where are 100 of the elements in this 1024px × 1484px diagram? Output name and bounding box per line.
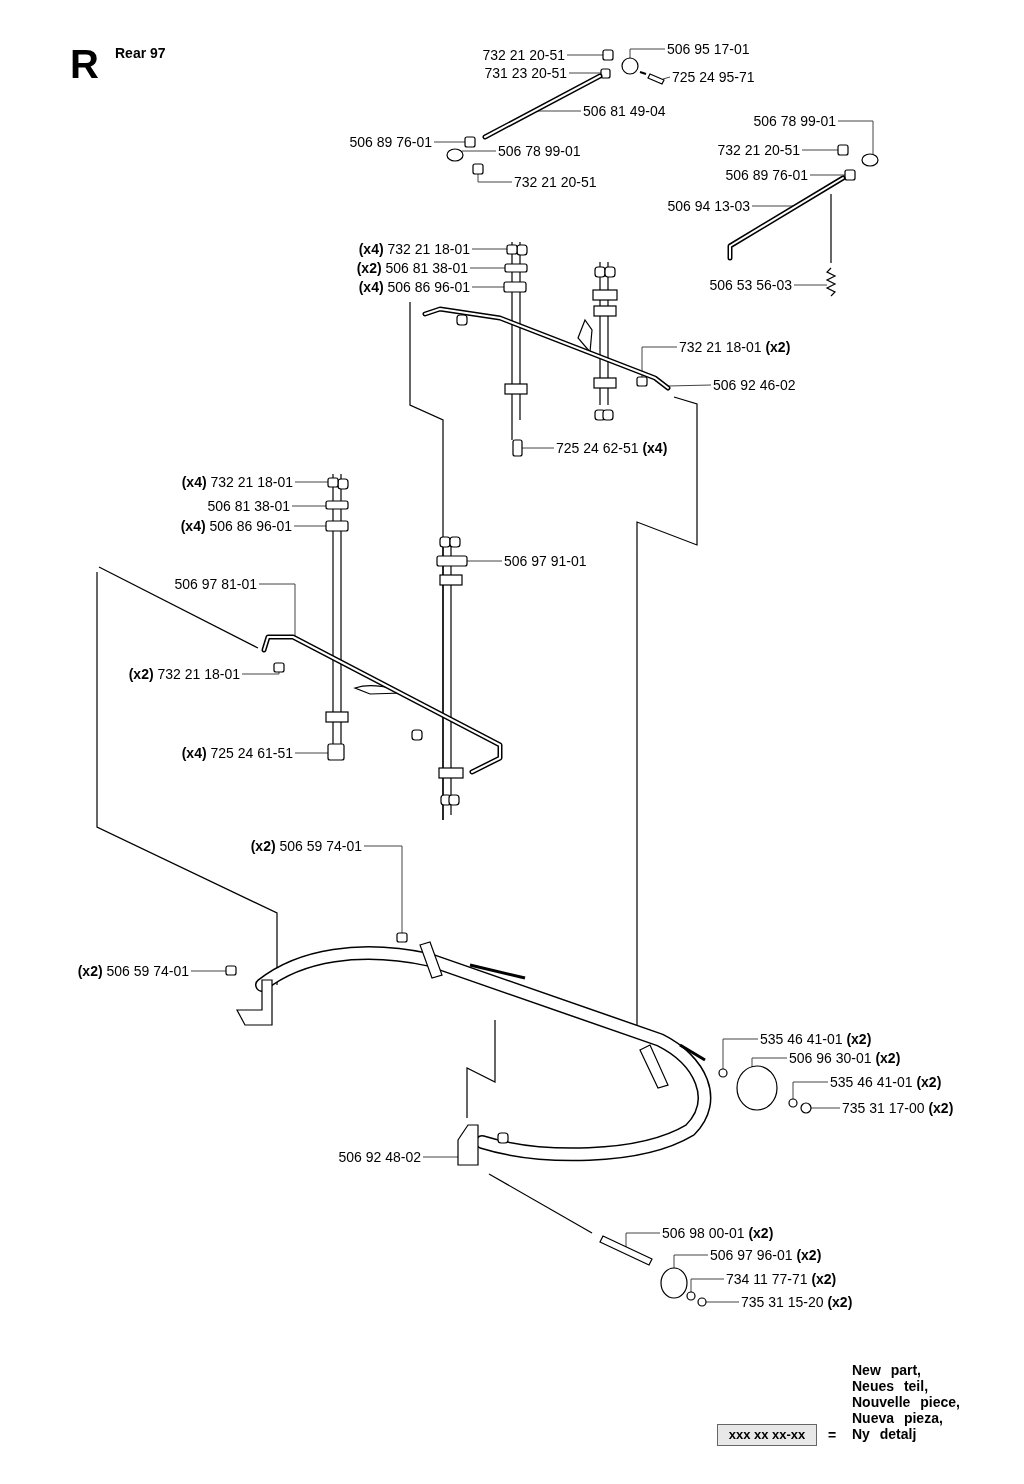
part-number: 506 97 91-01 [504, 553, 587, 569]
part-number: (x2) 506 81 38-01 [356, 260, 468, 276]
part-number: 506 97 96-01 (x2) [710, 1247, 822, 1263]
nut [602, 49, 614, 61]
plate [504, 263, 528, 273]
part-number: (x4) 725 24 61-51 [181, 745, 293, 761]
bar [422, 306, 671, 391]
part-number: 535 46 41-01 (x2) [760, 1031, 872, 1047]
part-number: 506 92 48-02 [338, 1149, 421, 1165]
part-number: 506 89 76-01 [725, 167, 808, 183]
bolt [225, 965, 237, 976]
section-letter: R [70, 42, 99, 86]
part-number: (x4) 506 86 96-01 [358, 279, 470, 295]
new-part-note: New part, Neues teil, Nouvelle piece, Nueva pieza, Ny detalj [852, 1362, 961, 1442]
part-number: 506 94 13-03 [667, 198, 750, 214]
leader-line [294, 481, 329, 483]
part-number: 506 78 99-01 [498, 143, 581, 159]
equals-sign: = [828, 1427, 837, 1443]
part-number: 732 21 20-51 [514, 174, 597, 190]
clamp-block [503, 281, 527, 293]
leader-line [258, 583, 296, 638]
part-number: 735 31 15-20 (x2) [741, 1294, 853, 1310]
part-number: 734 11 77-71 (x2) [726, 1271, 837, 1287]
nut [837, 144, 849, 156]
part-number: 732 21 20-51 [717, 142, 800, 158]
leader-line [566, 54, 604, 56]
leader-line [690, 1278, 725, 1293]
washer [788, 1098, 798, 1108]
washer [718, 1068, 728, 1078]
spring [825, 267, 837, 297]
leader-line [801, 149, 839, 151]
nut [327, 477, 339, 488]
wheel [736, 1065, 778, 1111]
part-number: 725 24 95-71 [672, 69, 755, 85]
part-number: 506 96 30-01 (x2) [789, 1050, 901, 1066]
leader-line [535, 110, 582, 112]
nut [464, 136, 476, 148]
leader-line [521, 447, 555, 449]
part-number: 506 78 99-01 [753, 113, 836, 129]
leader-line [471, 248, 508, 250]
bolt [647, 73, 665, 85]
nut [600, 68, 611, 79]
new-part-sample: xxx xx xx-xx [717, 1424, 817, 1446]
nut [697, 1297, 707, 1307]
leader-line [293, 525, 327, 527]
nut [844, 169, 856, 181]
part-number: 725 24 62-51 (x4) [556, 440, 668, 456]
part-number: (x2) 732 21 18-01 [128, 666, 240, 682]
leader-line [629, 48, 666, 59]
leader-line [641, 346, 678, 378]
wheel [660, 1267, 688, 1299]
nut [472, 163, 484, 175]
leader-line [568, 72, 602, 74]
part-number: 506 81 38-01 [207, 498, 290, 514]
part-number: 506 92 46-02 [713, 377, 796, 393]
leader-line [667, 384, 712, 387]
elbow [861, 153, 879, 167]
part-number: (x4) 732 21 18-01 [358, 241, 470, 257]
bolt [512, 439, 523, 457]
leader-line [433, 141, 466, 143]
washer [686, 1291, 696, 1301]
leader-line [625, 1232, 661, 1248]
page-title: Rear 97 [115, 45, 166, 61]
part-number: 731 23 20-51 [484, 65, 567, 81]
bolt [396, 932, 408, 943]
part-number: (x4) 732 21 18-01 [181, 474, 293, 490]
part-number: 506 98 00-01 (x2) [662, 1225, 774, 1241]
part-number: 506 81 49-04 [583, 103, 666, 119]
pin [599, 1235, 653, 1266]
leader-line [291, 505, 327, 507]
leader-line [810, 1107, 841, 1109]
leader-line [294, 752, 329, 754]
elbow [446, 148, 464, 162]
nut [800, 1102, 812, 1114]
part-number: (x4) 506 86 96-01 [180, 518, 292, 534]
ring [621, 57, 639, 75]
leader-line [422, 1156, 459, 1158]
part-number: 535 46 41-01 (x2) [830, 1074, 942, 1090]
leader-line [705, 1301, 740, 1303]
leader-line [363, 845, 403, 934]
leader-line [809, 174, 846, 176]
leader-line [837, 120, 874, 155]
part-number: 732 21 20-51 [482, 47, 565, 63]
leader-line [461, 150, 497, 152]
part-number: (x2) 506 59 74-01 [250, 838, 362, 854]
plate [436, 555, 468, 567]
part-number: 506 53 56-03 [709, 277, 792, 293]
part-number: (x2) 506 59 74-01 [77, 963, 189, 979]
leader-line [722, 1038, 759, 1070]
plate [325, 500, 349, 510]
nut [506, 244, 518, 255]
leader-line [793, 284, 828, 286]
leader-line [471, 286, 505, 288]
leader-line [469, 267, 506, 269]
leader-line [673, 1254, 709, 1269]
leader-line [792, 1081, 829, 1100]
part-number: 735 31 17-00 (x2) [842, 1100, 954, 1116]
bracket [457, 1124, 479, 1166]
leader-line [466, 560, 503, 562]
leader-line [477, 173, 513, 183]
